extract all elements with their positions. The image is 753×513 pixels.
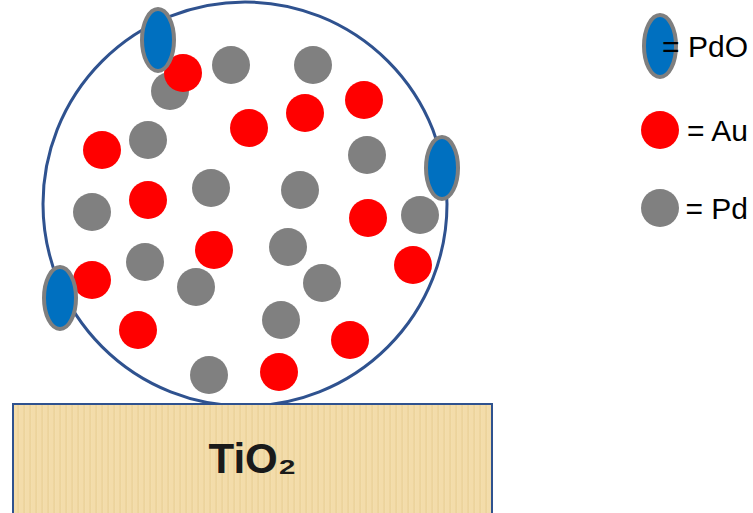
au-atom: [394, 246, 432, 284]
legend-swatch: [641, 189, 679, 227]
pd-atom: [212, 46, 250, 84]
pd-atom: [348, 136, 386, 174]
nanoparticle-outline: [43, 2, 447, 406]
pd-atom: [269, 228, 307, 266]
pd-atom: [303, 264, 341, 302]
atom-dots: [44, 9, 458, 394]
au-atom: [286, 94, 324, 132]
pd-atom: [401, 196, 439, 234]
pd-atom: [192, 169, 230, 207]
au-atom: [260, 353, 298, 391]
pd-atom: [190, 356, 228, 394]
pd-atom: [177, 268, 215, 306]
au-atom: [83, 131, 121, 169]
pd-atom: [126, 243, 164, 281]
au-atom: [195, 231, 233, 269]
au-atom: [119, 311, 157, 349]
pd-atom: [281, 171, 319, 209]
pdo-cluster: [44, 267, 76, 329]
legend-label: = PdO: [662, 32, 748, 62]
legend-label: = Pd: [685, 194, 748, 224]
au-atom: [345, 81, 383, 119]
pd-atom: [73, 193, 111, 231]
pdo-cluster: [142, 9, 174, 71]
support-block: TiO₂: [12, 403, 493, 513]
au-atom: [331, 321, 369, 359]
au-atom: [230, 109, 268, 147]
au-atom: [349, 199, 387, 237]
pdo-cluster: [426, 137, 458, 199]
legend-label: = Au: [687, 116, 748, 146]
legend-swatch: [641, 111, 679, 149]
pd-atom: [262, 301, 300, 339]
pd-atom: [129, 121, 167, 159]
au-atom: [73, 261, 111, 299]
au-atom: [129, 181, 167, 219]
pd-atom: [294, 46, 332, 84]
support-label: TiO₂: [209, 435, 297, 483]
